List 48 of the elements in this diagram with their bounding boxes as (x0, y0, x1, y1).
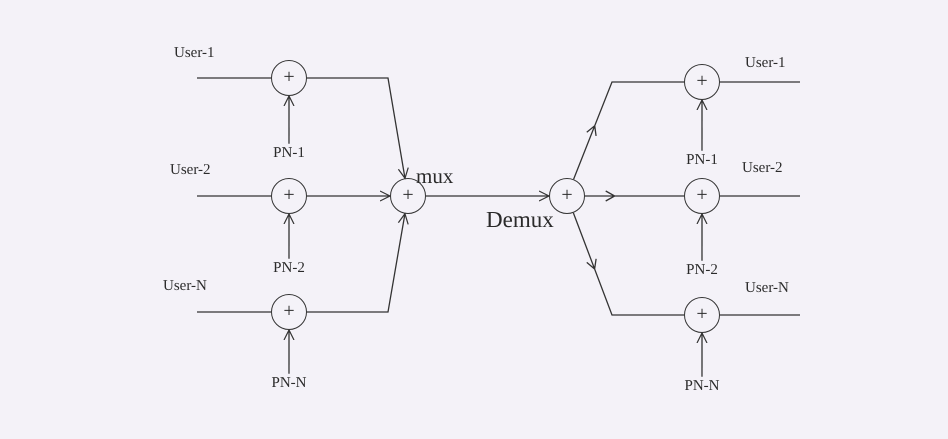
signal-label: PN-2 (273, 260, 305, 276)
adder-circle (684, 64, 720, 100)
block-label: mux (416, 166, 454, 187)
signal-line (720, 195, 800, 197)
arrow (696, 332, 708, 377)
plus-sign: + (561, 185, 573, 205)
arrow (696, 213, 708, 261)
signal-line (197, 195, 271, 197)
signal-line (720, 314, 800, 316)
signal-label: PN-N (684, 378, 720, 394)
signal-line (197, 311, 271, 313)
arrow (307, 190, 391, 202)
arrow (307, 213, 409, 313)
edge-label: User-1 (174, 45, 215, 62)
signal-label: PN-1 (686, 152, 718, 168)
signal-line (720, 81, 800, 83)
adder-circle (271, 60, 307, 96)
signal-label: PN-1 (273, 144, 305, 162)
plus-sign: + (696, 71, 708, 91)
arrow (283, 95, 295, 144)
adder-circle (549, 178, 585, 214)
arrow (572, 81, 685, 180)
signal-label: PN-2 (686, 262, 718, 278)
plus-sign: + (696, 185, 708, 205)
plus-sign: + (283, 185, 295, 205)
arrow (696, 99, 708, 151)
arrow (283, 213, 295, 259)
arrow (307, 77, 409, 179)
edge-label: User-2 (170, 162, 211, 178)
plus-sign: + (696, 304, 708, 324)
adder-circle (271, 294, 307, 330)
edge-label: User-N (745, 280, 789, 296)
plus-sign: + (402, 185, 414, 205)
adder-circle (684, 297, 720, 333)
edge-label: User-2 (742, 160, 783, 176)
plus-sign: + (283, 301, 295, 321)
arrow (572, 212, 685, 316)
edge-label: User-N (163, 278, 207, 294)
block-label: Demux (486, 208, 554, 231)
signal-label: PN-N (271, 374, 306, 392)
adder-circle (271, 178, 307, 214)
arrow (426, 190, 550, 202)
plus-sign: + (283, 67, 295, 87)
arrow (584, 190, 685, 202)
edge-label: User-1 (745, 55, 786, 72)
adder-circle (684, 178, 720, 214)
arrow (283, 329, 295, 374)
signal-line (197, 77, 271, 79)
